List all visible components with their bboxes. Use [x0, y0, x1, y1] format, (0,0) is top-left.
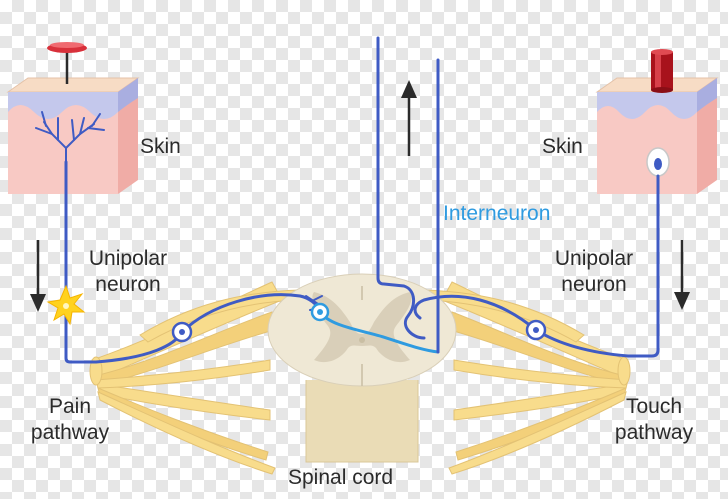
pain-pin: [47, 42, 87, 84]
left-skin-block: [6, 77, 140, 194]
unipolar-left-line1: Unipolar: [88, 247, 168, 270]
free-nerve-endings: [35, 111, 105, 163]
touch-down-arrow: [674, 240, 690, 310]
unipolar-right-line2: neuron: [561, 273, 627, 297]
pain-down-arrow: [30, 240, 46, 312]
interneuron: [310, 302, 440, 354]
touch-pathway-label: Touch pathway: [594, 394, 714, 447]
skin-label-right: Skin: [542, 135, 583, 158]
pain-line1: Pain: [48, 395, 92, 418]
touch-neuron: [413, 174, 660, 358]
touch-receptor-core: [654, 158, 662, 170]
grey-matter: [312, 292, 412, 363]
pain-pathway-label: Pain pathway: [10, 394, 130, 447]
pain-line2: pathway: [30, 421, 110, 445]
skin-label-left: Skin: [140, 135, 181, 158]
pain-spark-icon: [46, 284, 86, 326]
ascending-up-arrow: [401, 80, 417, 156]
unipolar-neuron-label-right: Unipolar neuron: [538, 246, 650, 299]
right-skin-block: [595, 77, 719, 194]
unipolar-neuron-label-left: Unipolar neuron: [72, 246, 184, 299]
spinal-cord-label: Spinal cord: [288, 466, 394, 489]
unipolar-left-line2: neuron: [95, 273, 161, 297]
touch-object: [651, 49, 673, 93]
unipolar-right-line1: Unipolar: [554, 247, 634, 270]
spinal-cord: [267, 273, 457, 463]
ascending-tracts: [376, 36, 440, 354]
touch-line2: pathway: [614, 421, 694, 445]
touch-line1: Touch: [625, 395, 683, 418]
interneuron-label: Interneuron: [443, 202, 551, 225]
